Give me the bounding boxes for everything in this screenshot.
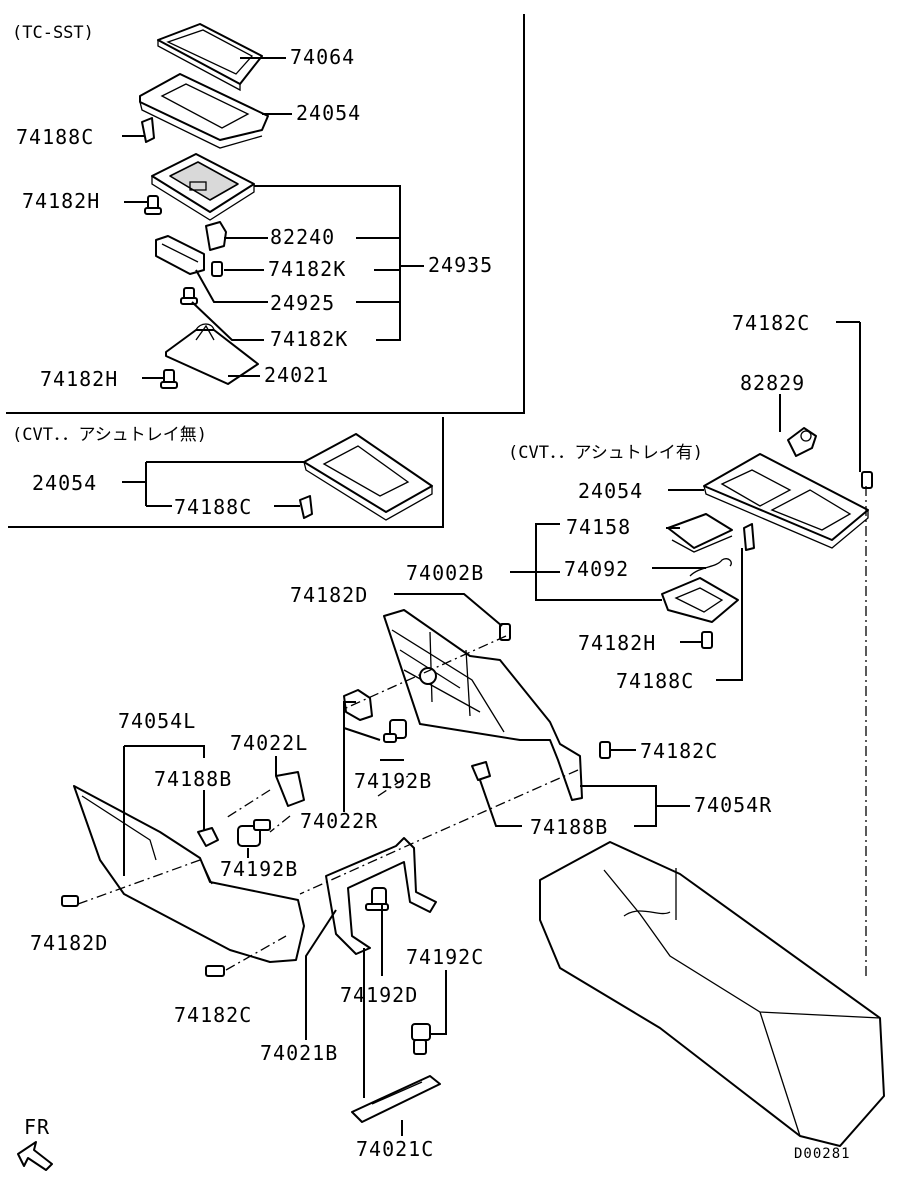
label-74182D-b: 74182D — [30, 931, 108, 955]
part-74188C-clip-c — [743, 523, 755, 551]
label-74022R: 74022R — [300, 809, 378, 833]
section-label-tc-sst: (TC-SST) — [12, 23, 94, 43]
clip-74192B-left — [237, 819, 271, 847]
screw-74182C-left — [205, 965, 225, 977]
section-labels: (TC-SST) (CVT．．アシュトレイ無) (CVT．．アシュトレイ有) — [12, 23, 703, 463]
screw-74182D-right — [499, 623, 511, 641]
label-24054-a: 24054 — [296, 101, 361, 125]
label-74022L: 74022L — [230, 731, 308, 755]
part-74022R-bracket — [343, 689, 373, 721]
footer-labels: FR D00281 — [24, 1115, 851, 1162]
part-74021B-bracket — [325, 837, 437, 955]
part-74188C-clip-b — [299, 495, 313, 519]
part-74092-spring — [689, 558, 732, 577]
label-74021B: 74021B — [260, 1041, 338, 1065]
fr-direction-arrow-icon — [17, 1141, 53, 1171]
label-82829: 82829 — [740, 371, 805, 395]
label-74054R: 74054R — [694, 793, 772, 817]
label-74188C-b: 74188C — [174, 495, 252, 519]
screw-74182H-tray — [701, 631, 713, 649]
part-82829-lighter — [787, 427, 817, 457]
part-74002B-ashtray — [661, 577, 739, 623]
part-24054-bezel-b — [303, 433, 433, 521]
label-74182H-b: 74182H — [40, 367, 118, 391]
clip-74188B-left — [197, 827, 219, 847]
label-24935: 24935 — [428, 253, 493, 277]
label-74064: 74064 — [290, 45, 355, 69]
label-74054L: 74054L — [118, 709, 196, 733]
label-24054-b: 24054 — [32, 471, 97, 495]
tc-sst-parts — [139, 23, 269, 389]
label-74192C: 74192C — [406, 945, 484, 969]
label-74182H-c: 74182H — [578, 631, 656, 655]
label-74092: 74092 — [564, 557, 629, 581]
tc-sst-leaders — [122, 57, 424, 379]
label-74192B-b: 74192B — [220, 857, 298, 881]
label-74182C-a: 74182C — [732, 311, 810, 335]
cvt-with-tray-parts — [510, 321, 873, 980]
label-74192D: 74192D — [340, 983, 418, 1007]
screw-74192C — [411, 1023, 431, 1055]
label-24925: 24925 — [270, 291, 335, 315]
part-82240-switch — [205, 221, 227, 251]
label-74158: 74158 — [566, 515, 631, 539]
diagram-id: D00281 — [794, 1146, 851, 1162]
screw-74192D — [365, 887, 389, 911]
section-label-cvt-no-tray: (CVT．．アシュトレイ無) — [12, 425, 207, 445]
cvt-no-tray-parts — [122, 433, 433, 521]
label-74192B-a: 74192B — [354, 769, 432, 793]
main-leaders — [77, 593, 690, 1136]
part-74054R-panel — [383, 609, 583, 801]
section-frames — [6, 14, 525, 528]
label-74182H-a: 74182H — [22, 189, 100, 213]
label-74188C-a: 74188C — [16, 125, 94, 149]
label-74188B-b: 74188B — [530, 815, 608, 839]
label-82240: 82240 — [270, 225, 335, 249]
part-74188C-clip — [141, 117, 155, 143]
label-74182C-b: 74182C — [640, 739, 718, 763]
label-74182K-a: 74182K — [268, 257, 346, 281]
label-74021C: 74021C — [356, 1137, 434, 1161]
part-74064-cover — [157, 23, 263, 92]
screw-74182K-upper — [211, 261, 223, 277]
part-74022L-bracket — [275, 771, 305, 807]
screw-74182H-upper — [144, 195, 162, 215]
part-24054-bezel — [139, 73, 269, 149]
label-74188B-a: 74188B — [154, 767, 232, 791]
part-74158-lid — [667, 513, 733, 553]
part-24925-bracket — [155, 235, 205, 275]
part-74021C-plate — [351, 1075, 441, 1123]
label-74182D-a: 74182D — [290, 583, 368, 607]
screw-74182H-lower — [160, 369, 178, 389]
screw-74182C-top — [861, 471, 873, 489]
screw-74182D-left — [61, 895, 79, 907]
part-24054-bezel-c — [703, 453, 869, 549]
part-number-labels: 74064 24054 74188C 74182H 82240 74182K 2… — [16, 45, 810, 1161]
clip-74188B-right — [471, 761, 491, 781]
screw-74182C-right — [599, 741, 611, 759]
label-74182K-b: 74182K — [270, 327, 348, 351]
label-74002B: 74002B — [406, 561, 484, 585]
label-24021: 24021 — [264, 363, 329, 387]
main-console-parts — [61, 609, 885, 1147]
screw-74182K-lower — [180, 287, 198, 305]
clip-74192B-right — [383, 719, 407, 743]
direction-label: FR — [24, 1115, 50, 1139]
section-label-cvt-with-tray: (CVT．．アシュトレイ有) — [508, 443, 703, 463]
part-24935-panel — [151, 153, 255, 221]
label-24054-c: 24054 — [578, 479, 643, 503]
label-74188C-c: 74188C — [616, 669, 694, 693]
label-74182C-c: 74182C — [174, 1003, 252, 1027]
part-24021-base — [165, 323, 259, 385]
part-floor-console — [539, 841, 885, 1147]
